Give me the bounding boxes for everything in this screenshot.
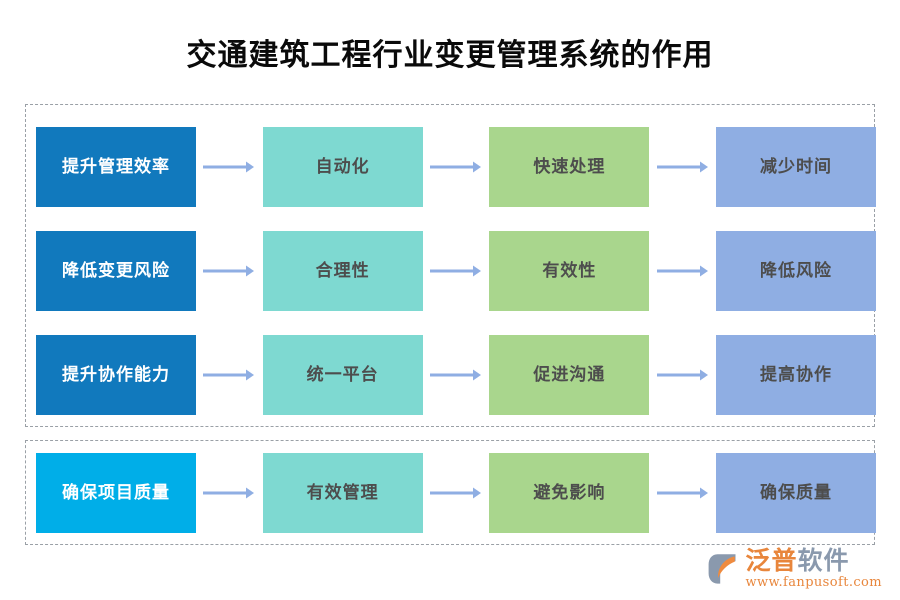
flow-arrow xyxy=(196,335,263,415)
flow-row: 降低变更风险合理性有效性降低风险 xyxy=(26,231,877,311)
flow-node[interactable]: 有效管理 xyxy=(262,453,423,533)
flow-node[interactable]: 确保项目质量 xyxy=(36,453,196,533)
arrow-right-icon xyxy=(656,265,708,277)
arrow-right-icon xyxy=(656,487,708,499)
flow-node[interactable]: 减少时间 xyxy=(716,127,877,207)
flow-arrow xyxy=(423,127,490,207)
arrow-right-icon xyxy=(203,265,255,277)
flow-node[interactable]: 提高协作 xyxy=(716,335,877,415)
flow-node[interactable]: 提升协作能力 xyxy=(36,335,196,415)
flow-row: 提升协作能力统一平台促进沟通提高协作 xyxy=(26,335,877,415)
page-title: 交通建筑工程行业变更管理系统的作用 xyxy=(186,38,714,73)
arrow-right-icon xyxy=(430,161,481,173)
flow-node[interactable]: 确保质量 xyxy=(716,453,877,533)
flow-arrow xyxy=(196,231,263,311)
flow-arrow xyxy=(649,335,716,415)
arrow-right-icon xyxy=(203,487,255,499)
flow-arrow xyxy=(423,453,490,533)
flow-arrow xyxy=(196,127,263,207)
arrow-right-icon xyxy=(430,487,481,499)
fanpu-logo-icon xyxy=(709,554,736,584)
brand-name-part-1: 泛普 xyxy=(745,546,798,575)
flow-node[interactable]: 快速处理 xyxy=(489,127,650,207)
arrow-right-icon xyxy=(430,265,481,277)
flow-group-primary: 提升管理效率自动化快速处理减少时间降低变更风险合理性有效性降低风险提升协作能力统… xyxy=(25,104,877,427)
flow-node[interactable]: 自动化 xyxy=(262,127,423,207)
brand-name: 泛普软件 xyxy=(745,548,882,574)
flow-node[interactable]: 促进沟通 xyxy=(489,335,650,415)
flow-node[interactable]: 提升管理效率 xyxy=(36,127,196,207)
flow-arrow xyxy=(649,127,716,207)
brand-name-part-2: 软件 xyxy=(797,546,850,575)
brand-url: www.fanpusoft.com xyxy=(745,575,882,590)
flow-row: 提升管理效率自动化快速处理减少时间 xyxy=(26,127,877,207)
flow-arrow xyxy=(196,453,263,533)
brand-text-block: 泛普软件 www.fanpusoft.com xyxy=(745,548,882,591)
flow-node[interactable]: 降低风险 xyxy=(716,231,877,311)
flow-arrow xyxy=(423,231,490,311)
flow-node[interactable]: 有效性 xyxy=(489,231,650,311)
arrow-right-icon xyxy=(656,369,708,381)
arrow-right-icon xyxy=(203,369,255,381)
flow-arrow xyxy=(649,231,716,311)
flow-group-secondary: 确保项目质量有效管理避免影响确保质量 xyxy=(25,440,877,545)
flow-node[interactable]: 避免影响 xyxy=(489,453,650,533)
flow-arrow xyxy=(649,453,716,533)
flow-row: 确保项目质量有效管理避免影响确保质量 xyxy=(26,453,877,533)
flow-node[interactable]: 统一平台 xyxy=(262,335,423,415)
flow-node[interactable]: 降低变更风险 xyxy=(36,231,196,311)
arrow-right-icon xyxy=(656,161,708,173)
arrow-right-icon xyxy=(430,369,481,381)
flow-arrow xyxy=(423,335,490,415)
flow-node[interactable]: 合理性 xyxy=(262,231,423,311)
brand-logo: 泛普软件 www.fanpusoft.com xyxy=(707,546,882,592)
arrow-right-icon xyxy=(203,161,255,173)
